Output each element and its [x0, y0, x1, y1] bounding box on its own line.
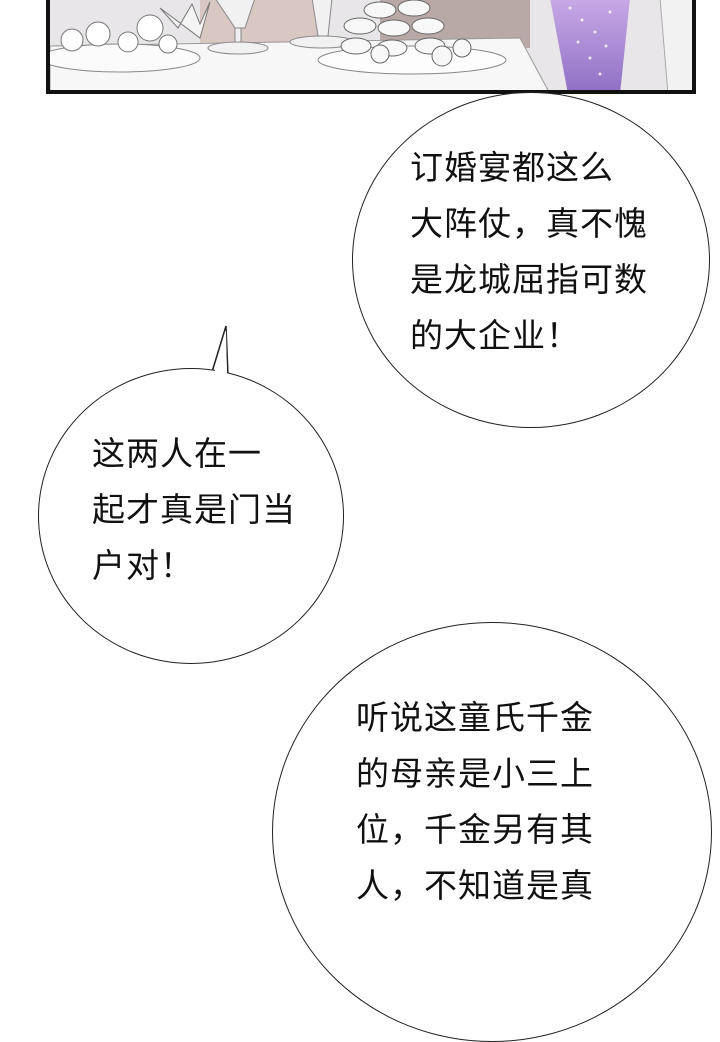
- tail-join-mask: [0, 0, 720, 888]
- dialogue-line: 人，不知道是真: [356, 866, 594, 905]
- dialogue-line: 起才真是门当: [92, 490, 296, 529]
- dialogue-line: 户对！: [92, 546, 194, 585]
- dialogue-line: 这两人在一: [92, 434, 262, 473]
- speech-bubble-1-text: 订婚宴都这么 大阵仗，真不愧 是龙城屈指可数 的大企业！: [410, 140, 648, 364]
- dialogue-line: 听说这童氏千金: [356, 698, 594, 737]
- dialogue-line: 订婚宴都这么: [410, 148, 614, 187]
- dialogue-line: 的大企业！: [410, 316, 580, 355]
- speech-bubble-2-text: 这两人在一 起才真是门当 户对！: [92, 426, 296, 594]
- speech-bubble-1: [352, 92, 710, 428]
- dialogue-line: 大阵仗，真不愧: [410, 204, 648, 243]
- banquet-illustration: [50, 0, 692, 90]
- comic-panel-banquet: [46, 0, 696, 94]
- dialogue-line: 位，千金另有其: [356, 810, 594, 849]
- speech-bubble-3-text: 听说这童氏千金 的母亲是小三上 位，千金另有其 人，不知道是真: [356, 690, 594, 914]
- dialogue-line: 的母亲是小三上: [356, 754, 594, 793]
- speech-bubble-2: [38, 368, 344, 664]
- dialogue-line: 是龙城屈指可数: [410, 260, 648, 299]
